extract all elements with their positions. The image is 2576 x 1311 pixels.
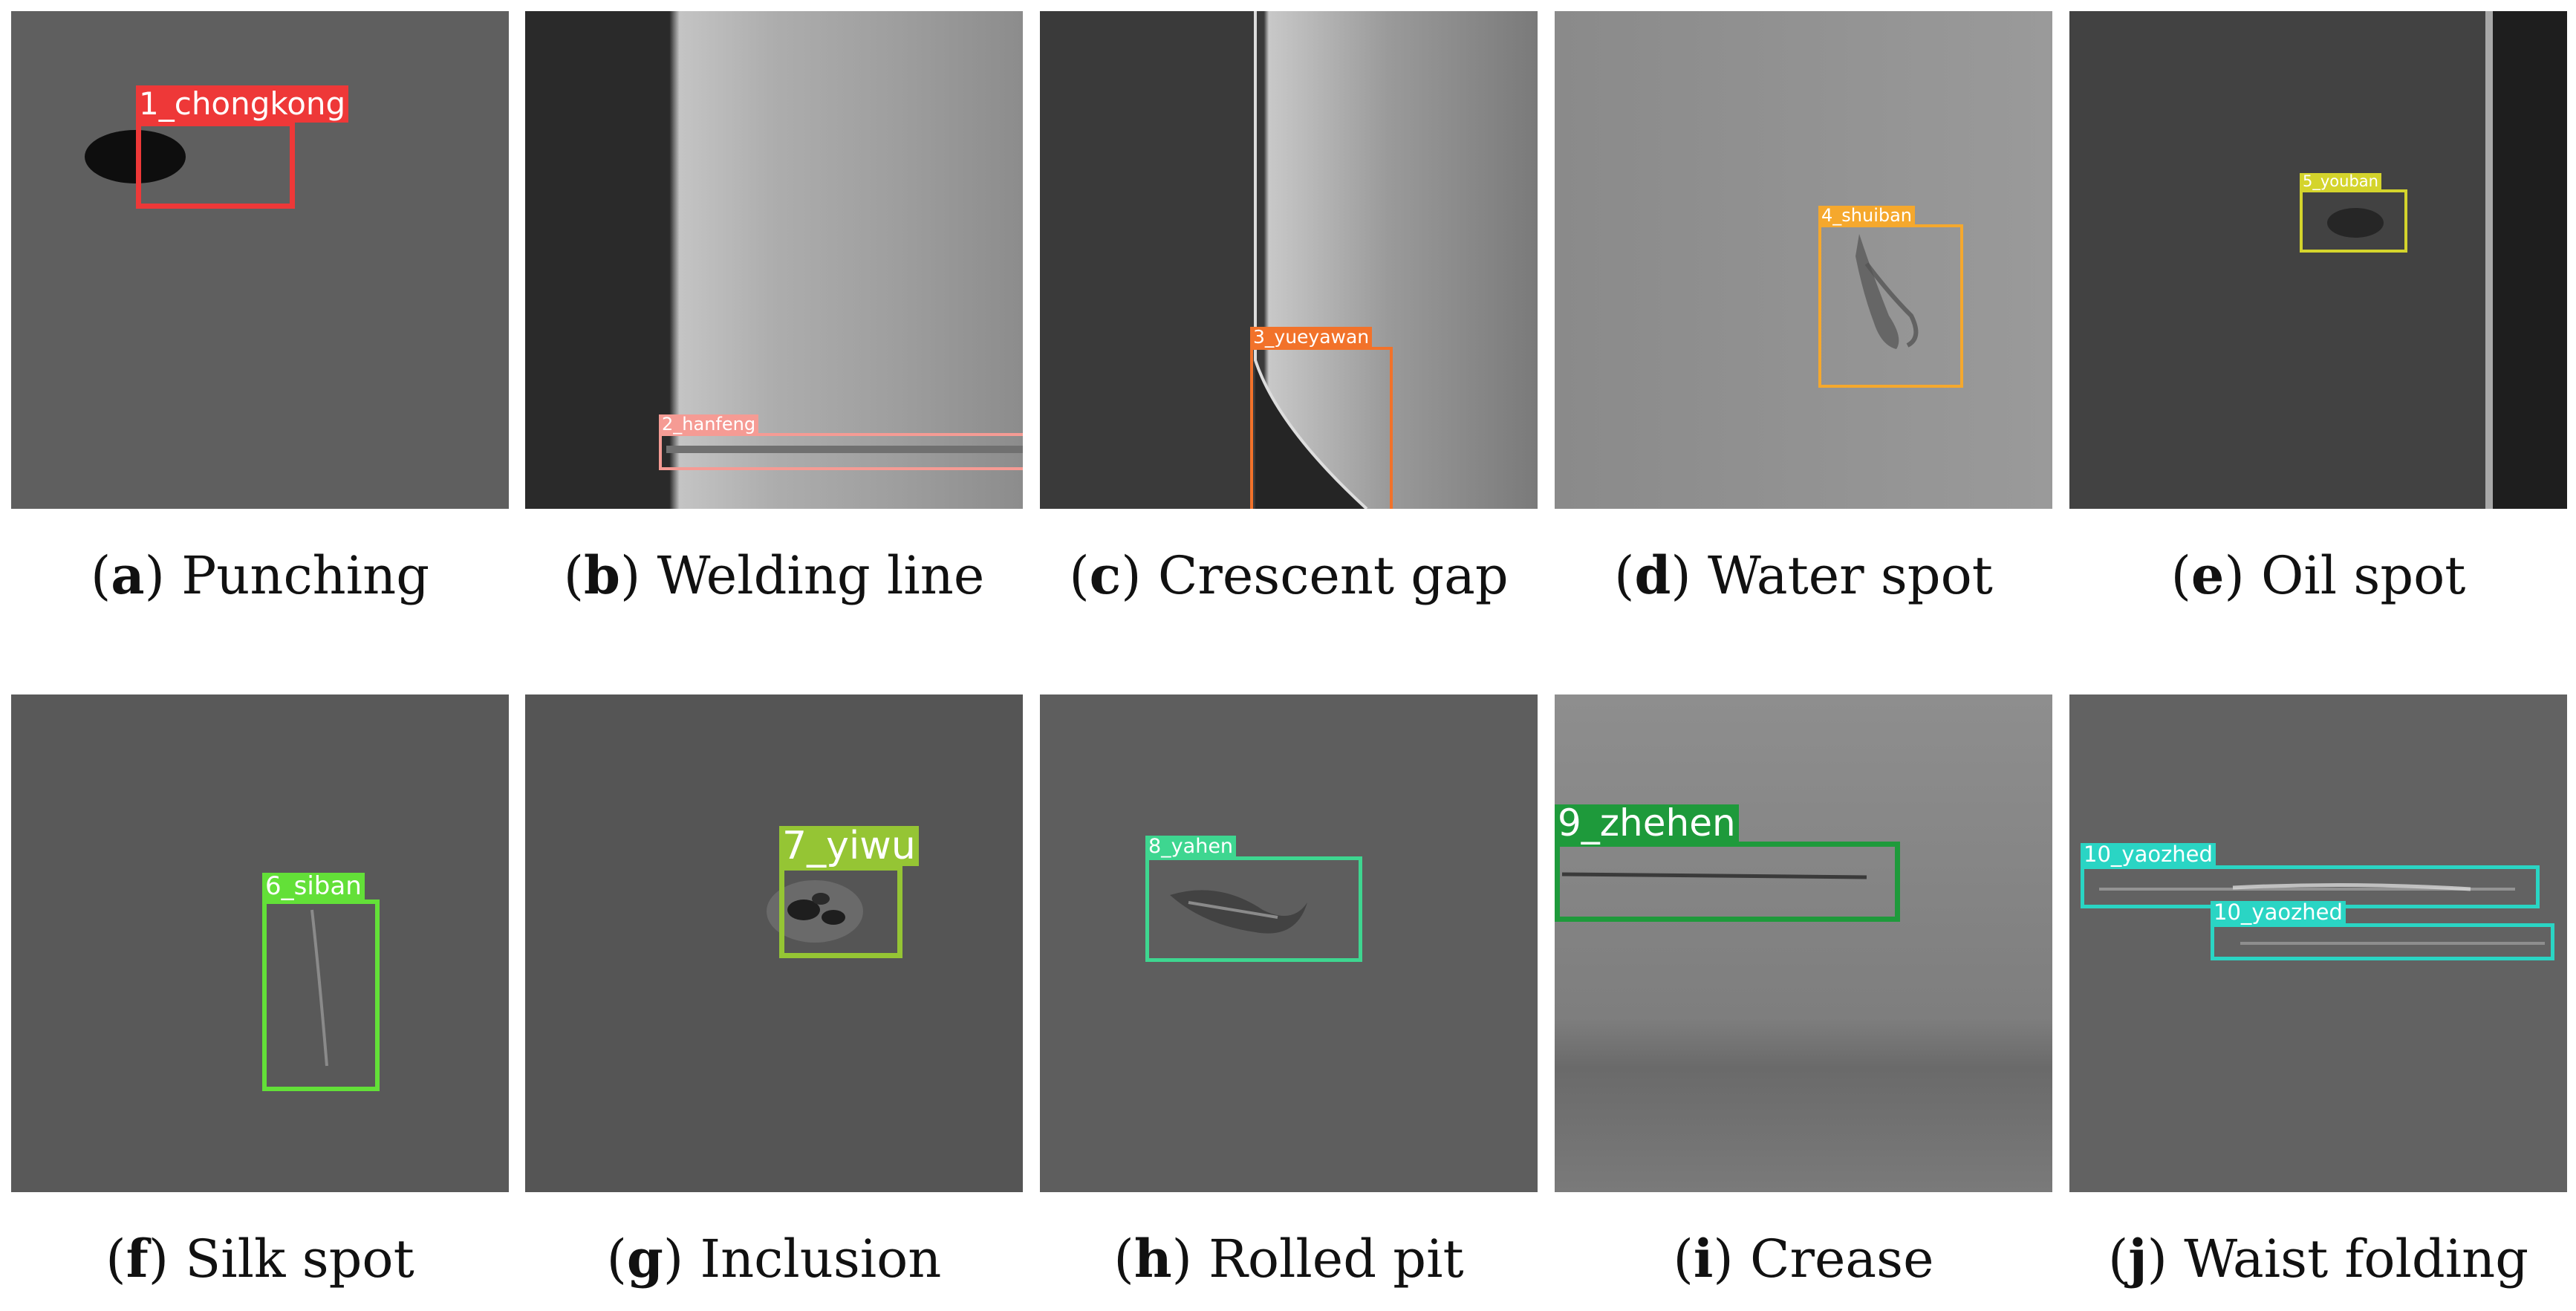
- bbox-label-yaozhed-lower: 10_yaozhed: [2211, 901, 2346, 924]
- caption-oil-spot: (e) Oil spot: [2170, 544, 2466, 606]
- bbox-yahen: [1145, 856, 1362, 962]
- bbox-label-yahen: 8_yahen: [1145, 836, 1237, 857]
- bbox-yaozhed-lower: [2211, 923, 2554, 960]
- bbox-chongkong: [136, 121, 295, 209]
- bbox-shuiban: [1818, 224, 1963, 388]
- bbox-yueyawan: [1250, 347, 1393, 509]
- defect-image-inclusion: 7_yiwu: [525, 694, 1023, 1192]
- defect-image-waist-folding: 10_yaozhed 10_yaozhed: [2069, 694, 2567, 1192]
- bbox-label-yueyawan: 3_yueyawan: [1250, 327, 1373, 348]
- caption-welding-line: (b) Welding line: [563, 544, 985, 606]
- bbox-yiwu: [779, 865, 902, 958]
- caption-waist-folding: (j) Waist folding: [2107, 1228, 2529, 1289]
- bbox-label-chongkong: 1_chongkong: [136, 85, 349, 123]
- caption-rolled-pit: (h) Rolled pit: [1113, 1228, 1464, 1289]
- defect-image-rolled-pit: 8_yahen: [1040, 694, 1538, 1192]
- bbox-hanfeng: [659, 433, 1023, 470]
- bbox-label-yaozhed-upper: 10_yaozhed: [2081, 843, 2216, 866]
- bbox-label-hanfeng: 2_hanfeng: [659, 414, 759, 434]
- defect-image-punching: 1_chongkong: [11, 11, 509, 509]
- caption-punching: (a) Punching: [90, 544, 430, 606]
- caption-crescent-gap: (c) Crescent gap: [1069, 544, 1509, 606]
- caption-crease: (i) Crease: [1673, 1228, 1934, 1289]
- bbox-label-shuiban: 4_shuiban: [1818, 206, 1916, 225]
- caption-inclusion: (g) Inclusion: [606, 1228, 942, 1289]
- defect-image-crescent-gap: 3_yueyawan: [1040, 11, 1538, 509]
- defect-image-oil-spot: 5_youban: [2069, 11, 2567, 509]
- defect-image-crease: 9_zhehen: [1555, 694, 2052, 1192]
- defect-image-water-spot: 4_shuiban: [1555, 11, 2052, 509]
- defect-image-welding-line: 2_hanfeng: [525, 11, 1023, 509]
- bbox-label-yiwu: 7_yiwu: [779, 826, 919, 866]
- defect-image-silk-spot: 6_siban: [11, 694, 509, 1192]
- caption-silk-spot: (f) Silk spot: [105, 1228, 414, 1289]
- bbox-label-youban: 5_youban: [2300, 173, 2381, 190]
- bbox-siban: [262, 900, 380, 1091]
- bbox-label-siban: 6_siban: [262, 873, 365, 900]
- caption-water-spot: (d) Water spot: [1614, 544, 1993, 606]
- bbox-label-zhehen: 9_zhehen: [1555, 804, 1739, 842]
- bbox-zhehen: [1555, 842, 1900, 922]
- bbox-youban: [2300, 189, 2407, 253]
